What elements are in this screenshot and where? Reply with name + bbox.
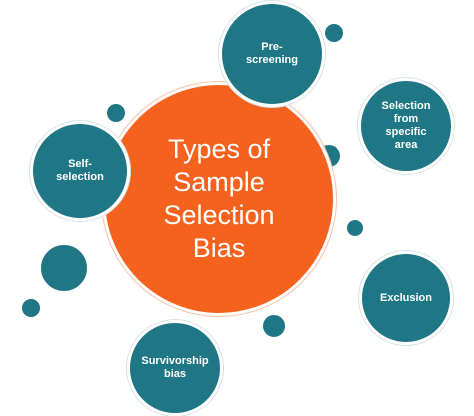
node-selection-from-specific-area-label: Selection from specific area [381,100,431,151]
node-self-selection [30,121,130,221]
node-pre-screening [219,1,325,107]
center-circle [102,82,336,316]
decorative-dot-left-large [39,243,89,293]
node-survivorship-bias [127,320,223,416]
node-survivorship-bias-label: Survivorship bias [141,355,209,380]
node-selection-from-specific-area [358,78,454,174]
node-self-selection-label: Self- selection [56,158,104,183]
decorative-dot-upper-left [105,102,127,124]
node-pre-screening-label: Pre- screening [246,41,298,66]
center-title: Types of Sample Selection Bias [163,134,275,263]
decorative-dot-bottom-center [261,313,287,339]
decorative-dot-top-right [323,22,345,44]
decorative-dot-right [345,218,365,238]
node-exclusion [359,251,453,345]
decorative-dot-left-small [20,297,42,319]
node-exclusion-label: Exclusion [380,291,432,304]
